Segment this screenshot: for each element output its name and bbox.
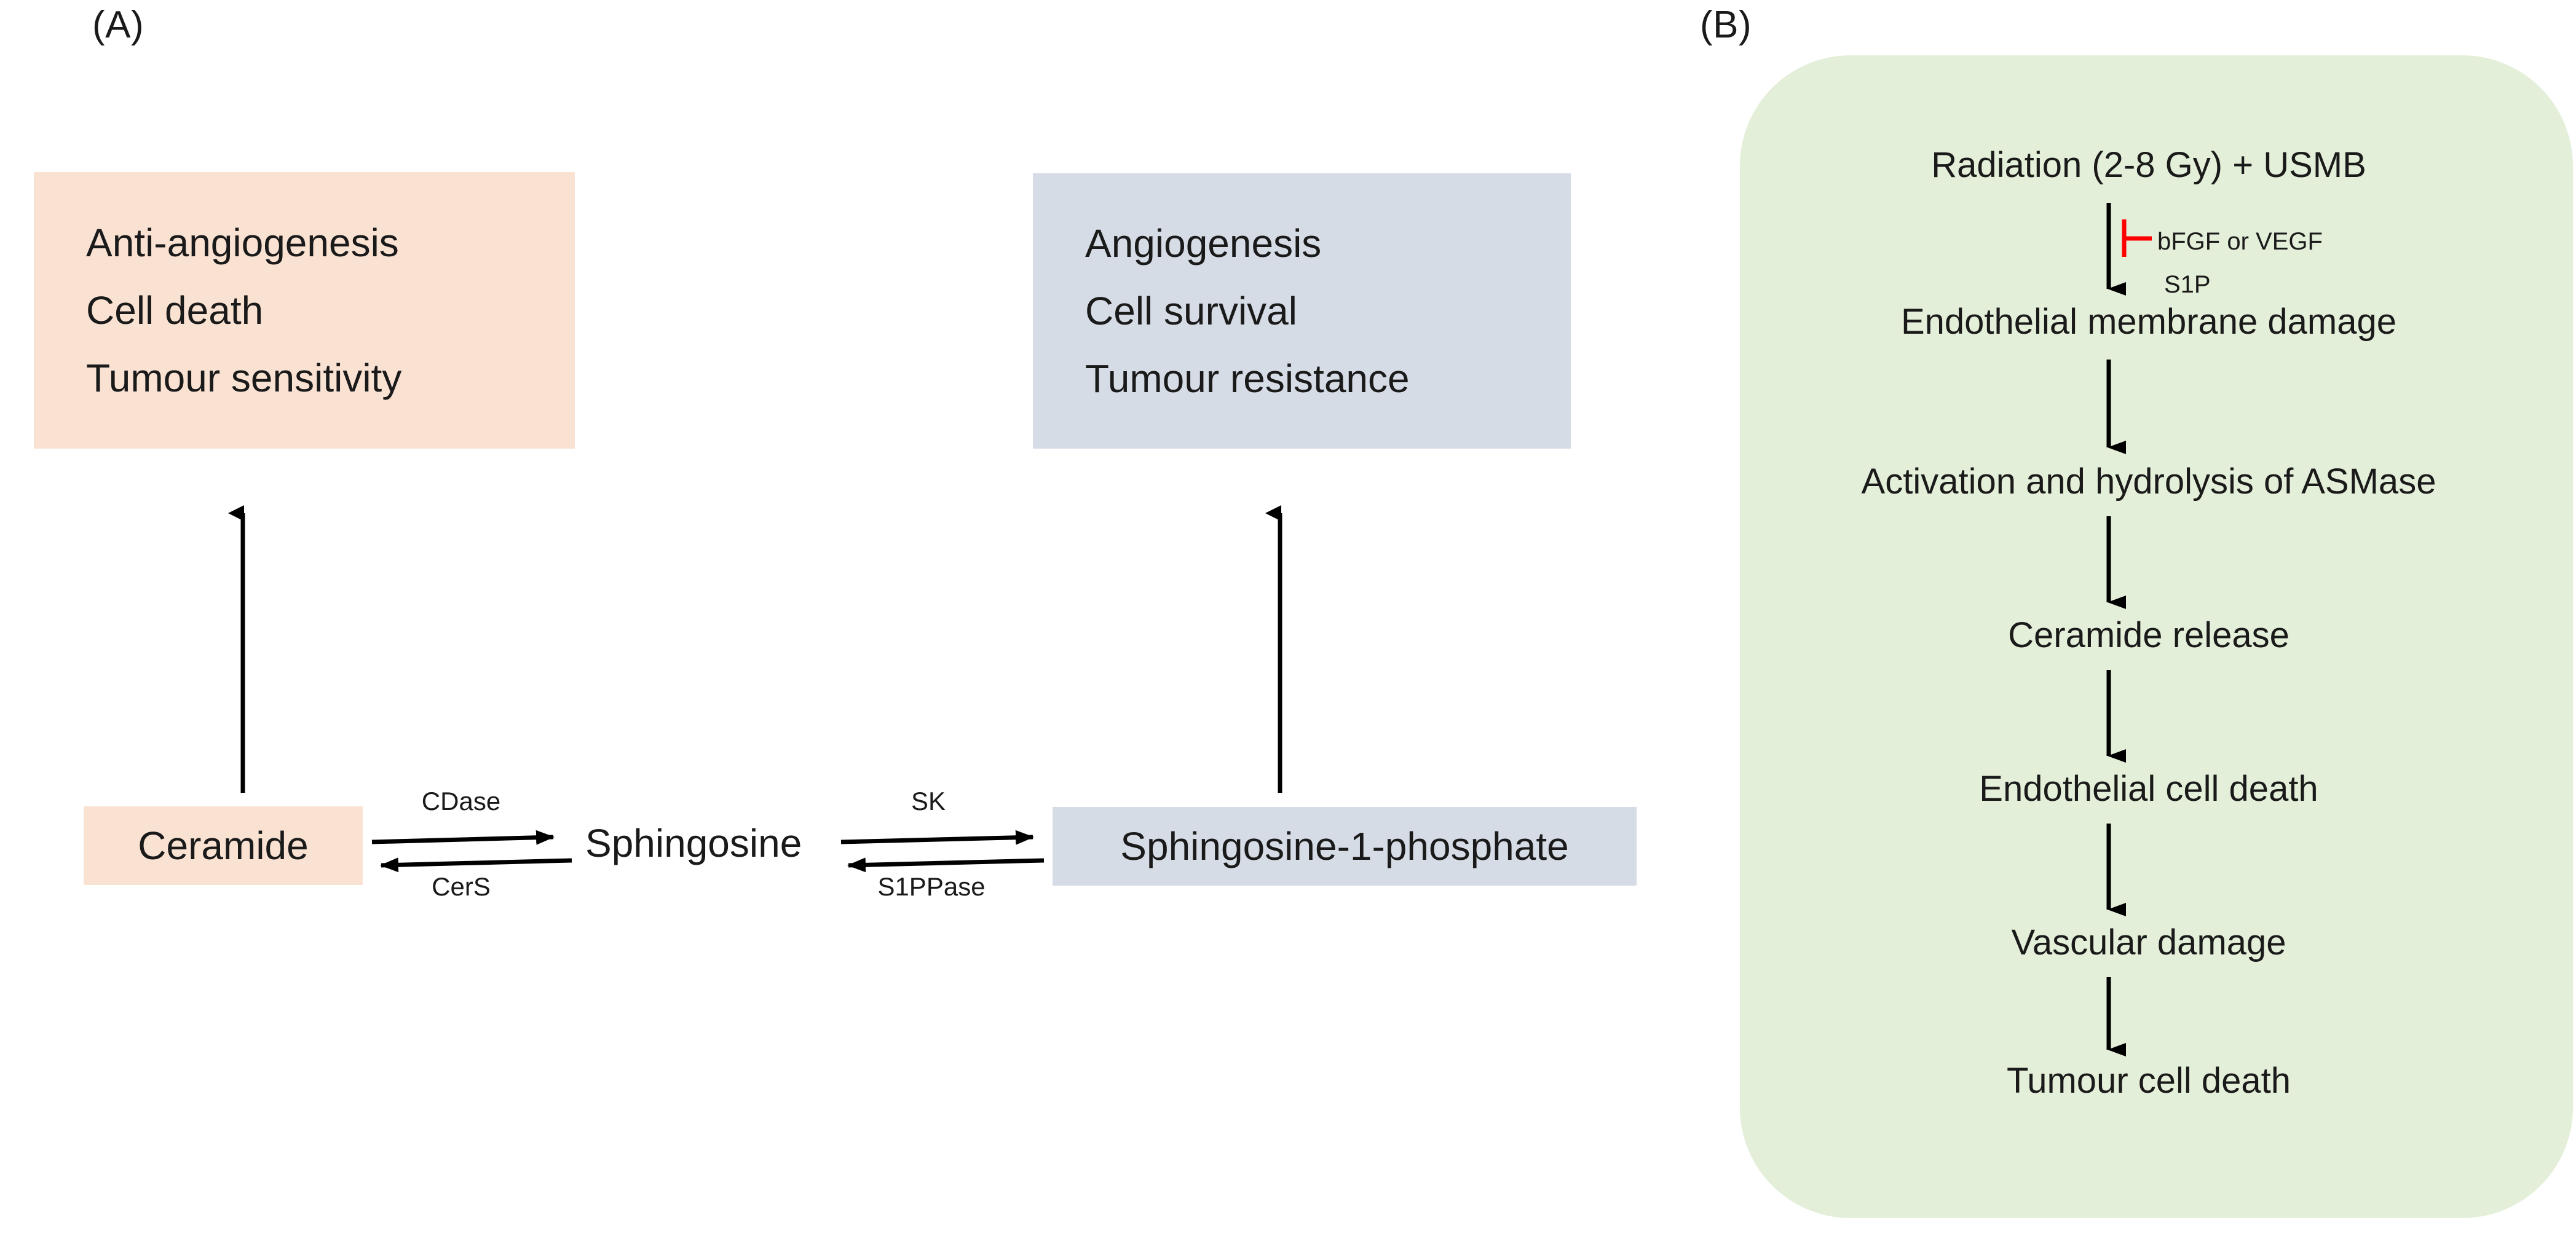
flow-step-endothelial-cell-death: Endothelial cell death [1979, 769, 2318, 809]
outcome-left-line-2: Cell death [86, 288, 264, 332]
enzyme-label-sk: SK [911, 787, 946, 816]
arrow-sphingosine-to-s1p [840, 830, 1034, 845]
flow-step-tumour-cell-death: Tumour cell death [2006, 1061, 2291, 1101]
flow-step-ceramide-release: Ceramide release [2008, 615, 2290, 655]
panel-a-letter: (A) [92, 4, 144, 46]
enzyme-label-s1ppase: S1PPase [877, 872, 986, 901]
arrow-ceramide-to-sphingosine [371, 830, 555, 845]
node-sphingosine-1-phosphate: Sphingosine-1-phosphate [1053, 807, 1637, 886]
outcome-left-line-1: Anti-angiogenesis [86, 221, 399, 265]
flow-step-asmase-activation: Activation and hydrolysis of ASMase [1861, 462, 2436, 502]
enzyme-label-cdase: CDase [421, 787, 501, 816]
outcome-right-line-2: Cell survival [1085, 289, 1297, 333]
flow-step-radiation: Radiation (2-8 Gy) + USMB [1931, 145, 2366, 185]
arrow-s1p-to-sphingosine [847, 857, 1045, 873]
inhibitor-label-bfgf-vegf: bFGF or VEGF [2157, 228, 2323, 255]
outcome-right-line-1: Angiogenesis [1085, 221, 1322, 266]
node-sphingosine: Sphingosine [585, 821, 802, 865]
node-s1p-label: Sphingosine-1-phosphate [1120, 824, 1569, 868]
flow-step-endothelial-membrane-damage: Endothelial membrane damage [1900, 302, 2397, 342]
outcome-box-anti-angiogenesis: Anti-angiogenesis Cell death Tumour sens… [34, 172, 575, 449]
node-ceramide-label: Ceramide [138, 824, 309, 868]
enzyme-label-cers: CerS [432, 872, 491, 901]
outcome-box-angiogenesis: Angiogenesis Cell survival Tumour resist… [1033, 173, 1571, 449]
outcome-left-line-3: Tumour sensitivity [86, 356, 402, 400]
node-ceramide: Ceramide [84, 806, 363, 885]
panel-b-background [1740, 55, 2573, 1218]
flow-step-vascular-damage: Vascular damage [2011, 922, 2286, 962]
arrow-sphingosine-to-ceramide [380, 857, 572, 873]
outcome-right-line-3: Tumour resistance [1085, 356, 1410, 401]
panel-b-letter: (B) [1700, 4, 1752, 46]
inhibitor-label-s1p: S1P [2164, 271, 2211, 298]
